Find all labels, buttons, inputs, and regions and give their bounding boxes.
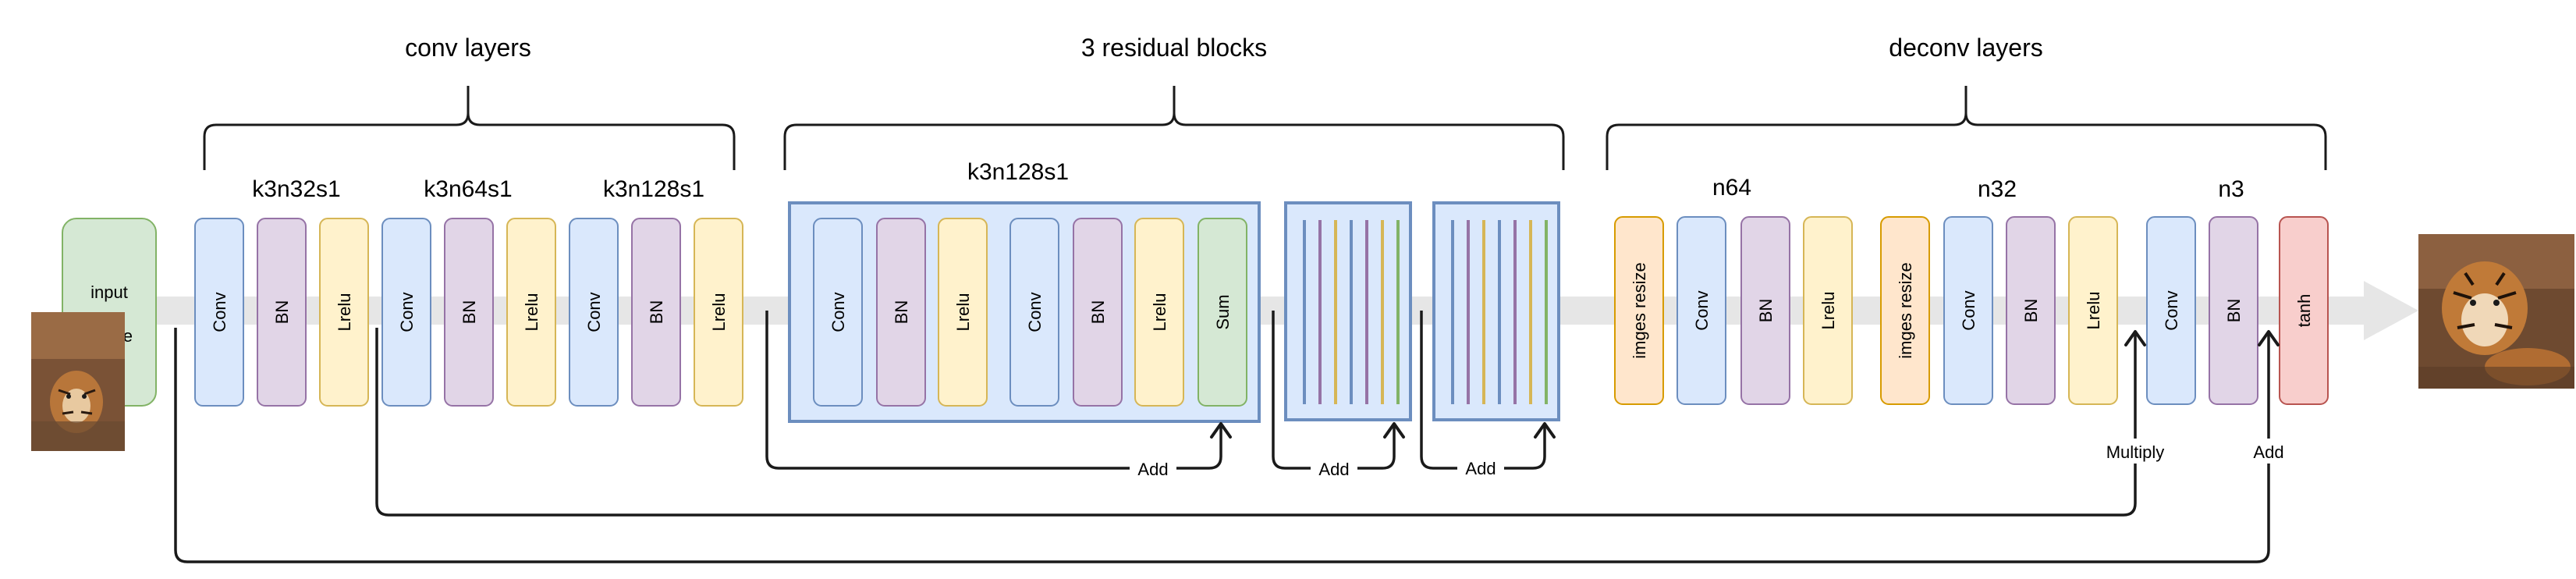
block-label-conv3: k3n128s1 <box>603 176 704 202</box>
output-image <box>2418 234 2574 389</box>
deconv-layer-label: tanh <box>2294 294 2314 328</box>
label-add-res2: Add <box>1318 460 1349 479</box>
block-label-conv2: k3n64s1 <box>424 176 512 202</box>
skip-multiply-line <box>375 328 2137 517</box>
residual-layer-label: BN <box>892 300 911 325</box>
group-title-deconv: deconv layers <box>1889 34 2042 62</box>
conv-layer-label: BN <box>647 300 666 325</box>
brace-deconv <box>1606 86 2327 170</box>
label-bg-res1 <box>1130 456 1176 481</box>
residual-layer-box-lrelu <box>1134 218 1184 407</box>
skip-arrowheads <box>1210 330 2280 439</box>
label-bg-res3 <box>1457 456 1504 481</box>
conv-layer-box-lrelu <box>319 218 369 407</box>
block-label-deconv3: n3 <box>2218 176 2244 202</box>
conv-layer-label: BN <box>459 300 479 325</box>
conv-layer-label: Conv <box>584 292 604 332</box>
deconv-layer-box-bn <box>1740 216 1790 405</box>
residual-layer-box-lrelu <box>938 218 988 407</box>
deconv-layer-box-tanh <box>2279 216 2329 405</box>
deconv-layer-label: Lrelu <box>1818 292 1838 330</box>
block-label-deconv1: n64 <box>1712 175 1751 201</box>
deconv-layer-box-lrelu <box>2068 216 2118 405</box>
residual-layer-label: Conv <box>1025 292 1045 332</box>
deconv-layer-label: Conv <box>1959 290 1978 330</box>
block-label-res: k3n128s1 <box>967 159 1069 185</box>
residual-block-2-layers <box>1303 220 1400 404</box>
label-bg-multiply <box>2092 439 2178 464</box>
deconv-layer-box-bn <box>2006 216 2056 405</box>
arrowhead-res2 <box>1383 422 1405 439</box>
brace-conv <box>203 86 736 170</box>
residual-layer-box-bn <box>1073 218 1123 407</box>
conv-layer-box-conv <box>569 218 619 407</box>
conv-layer-label: Lrelu <box>709 293 729 332</box>
deconv-layer-label: Lrelu <box>2084 292 2103 330</box>
residual-layer-label: Sum <box>1213 294 1233 329</box>
label-add-res3: Add <box>1465 459 1496 478</box>
conv-layer-box-conv <box>381 218 431 407</box>
skip-add-final-line <box>174 328 2270 563</box>
label-bg-add-final <box>2247 439 2290 464</box>
residual-layer-label: Lrelu <box>953 293 973 332</box>
residual-block-2 <box>1284 201 1412 421</box>
deconv-layer-label: imges resize <box>1896 262 1915 358</box>
deconv-layer-label: Conv <box>2162 290 2181 330</box>
deconv-layer-label: BN <box>1756 299 1776 323</box>
label-multiply: Multiply <box>2106 442 2165 462</box>
residual-layer-box-sum <box>1198 218 1247 407</box>
residual-layer-box-conv <box>813 218 863 407</box>
skip-res1-line <box>765 311 1222 470</box>
deconv-layer-label: Conv <box>1692 290 1712 330</box>
conv-layer-label: BN <box>272 300 292 325</box>
deconv-layer-label: BN <box>2021 299 2041 323</box>
residual-layer-label: BN <box>1088 300 1108 325</box>
layer-boxes: Conv BN Lrelu Conv BN Lrelu Conv BN Lrelu Conv BN L… <box>194 216 2329 407</box>
conv-layer-box-bn <box>631 218 681 407</box>
deconv-layer-box-lrelu <box>1803 216 1853 405</box>
arrowhead-multiply <box>2124 330 2146 346</box>
conv-layer-box-lrelu <box>506 218 556 407</box>
conv-layer-label: Lrelu <box>522 293 541 332</box>
block-label-conv1: k3n32s1 <box>252 176 340 202</box>
input-label-line1: input <box>90 282 128 302</box>
group-title-conv: conv layers <box>405 34 531 62</box>
skip-connections <box>174 311 2270 563</box>
label-add-final: Add <box>2253 442 2283 462</box>
arrowhead-res1 <box>1210 422 1232 439</box>
residual-layer-label: Conv <box>829 292 848 332</box>
deconv-layer-box-bn <box>2209 216 2258 405</box>
block-label-deconv2: n32 <box>1978 176 2017 202</box>
deconv-layer-box-imges-resize <box>1614 216 1664 405</box>
conv-layer-box-lrelu <box>694 218 743 407</box>
conv-layer-box-bn <box>444 218 494 407</box>
arrowhead-res3 <box>1534 422 1556 439</box>
deconv-layer-box-imges-resize <box>1880 216 1930 405</box>
residual-block-3-layers <box>1451 220 1548 404</box>
deconv-layer-label: BN <box>2224 299 2244 323</box>
conv-layer-label: Lrelu <box>335 293 354 332</box>
deconv-layer-box-conv <box>1943 216 1993 405</box>
deconv-layer-box-conv <box>1677 216 1726 405</box>
conv-layer-label: Conv <box>210 292 229 332</box>
residual-layer-box-bn <box>876 218 926 407</box>
brace-residual <box>783 86 1565 170</box>
deconv-layer-box-conv <box>2146 216 2196 405</box>
conv-layer-box-bn <box>257 218 307 407</box>
arrowhead-add-final <box>2258 330 2280 346</box>
conv-layer-box-conv <box>194 218 244 407</box>
conv-layer-label: Conv <box>397 292 417 332</box>
residual-block-3 <box>1432 201 1560 421</box>
group-title-residual: 3 residual blocks <box>1081 34 1267 62</box>
label-add-res1: Add <box>1137 460 1168 479</box>
residual-layer-box-conv <box>1009 218 1059 407</box>
label-bg-res2 <box>1311 456 1357 481</box>
input-thumbnail-image <box>31 312 125 451</box>
residual-layer-label: Lrelu <box>1150 293 1169 332</box>
deconv-layer-label: imges resize <box>1630 262 1649 358</box>
